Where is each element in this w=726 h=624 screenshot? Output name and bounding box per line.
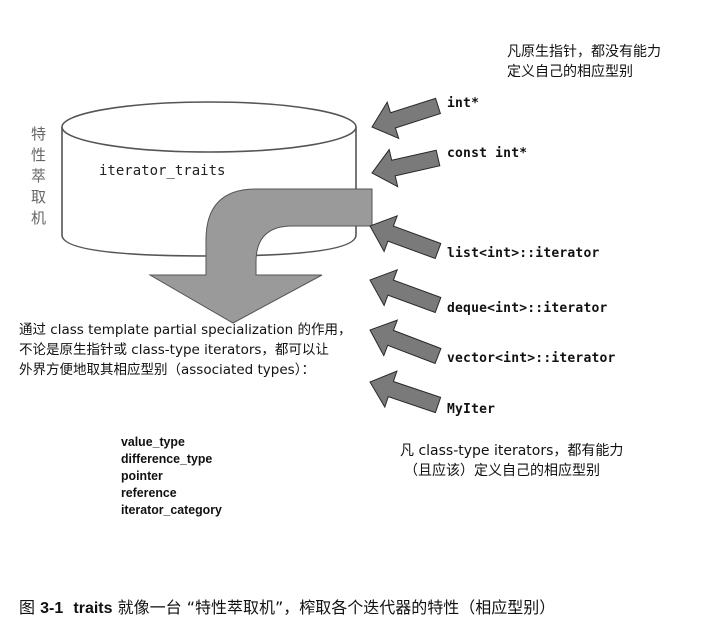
class-type-iterator-note-line1: 凡 class-type iterators，都有能力 [400,443,624,459]
input-arrow-vector-iterator [369,319,442,365]
caption-prefix: 图 [19,598,36,617]
caption-keyword: traits [73,600,113,617]
side-label-char-4: 取 [31,188,47,206]
raw-pointer-note-line1: 凡原生指针，都没有能力 [507,44,661,60]
side-label-char-3: 萃 [31,167,47,185]
input-label-vector-iterator: vector<int>::iterator [447,351,616,366]
class-type-iterator-note: 凡 class-type iterators，都有能力 （且应该）定义自己的相应… [400,441,623,481]
side-label-char-5: 机 [31,209,47,227]
input-label-int-ptr: int* [447,96,480,111]
output-arrow [148,188,373,324]
type-item-pointer: pointer [121,468,163,483]
input-label-const-int-ptr: const int* [447,146,528,161]
partial-specialization-note-line3: 外界方便地取其相应型别（associated types）： [19,362,315,378]
input-arrow-const-int-ptr [371,148,441,188]
input-arrow-deque-iterator [369,268,442,314]
caption-text: 就像一台 “特性萃取机”，榨取各个迭代器的特性（相应型别） [117,598,556,617]
input-arrow-list-iterator [369,214,442,260]
iterator-traits-label: iterator_traits [99,163,226,179]
partial-specialization-note-line1: 通过 class template partial specialization… [19,322,352,338]
partial-specialization-note: 通过 class template partial specialization… [19,320,351,380]
partial-specialization-note-line2: 不论是原生指针或 class-type iterators，都可以让 [19,342,329,358]
input-label-myiter: MyIter [447,402,496,417]
input-label-deque-iterator: deque<int>::iterator [447,301,608,316]
type-item-value-type: value_type [121,434,185,449]
input-label-list-iterator: list<int>::iterator [447,246,600,261]
figure-caption: 图 3-1 traits 就像一台 “特性萃取机”，榨取各个迭代器的特性（相应型… [19,594,555,618]
type-item-iterator-category: iterator_category [121,502,222,517]
type-item-difference-type: difference_type [121,451,213,466]
raw-pointer-note: 凡原生指针，都没有能力 定义自己的相应型别 [507,42,661,82]
input-arrows [369,97,442,414]
side-label-char-1: 特 [31,125,47,143]
input-arrow-myiter [369,370,442,414]
caption-figure-number: 3-1 [40,600,64,617]
side-label-char-2: 性 [31,146,47,164]
associated-types-list: value_type difference_type pointer refer… [121,433,222,518]
raw-pointer-note-line2: 定义自己的相应型别 [507,64,633,80]
type-item-reference: reference [121,485,177,500]
class-type-iterator-note-line2: （且应该）定义自己的相应型别 [404,463,600,479]
input-arrow-int-ptr [371,97,442,140]
